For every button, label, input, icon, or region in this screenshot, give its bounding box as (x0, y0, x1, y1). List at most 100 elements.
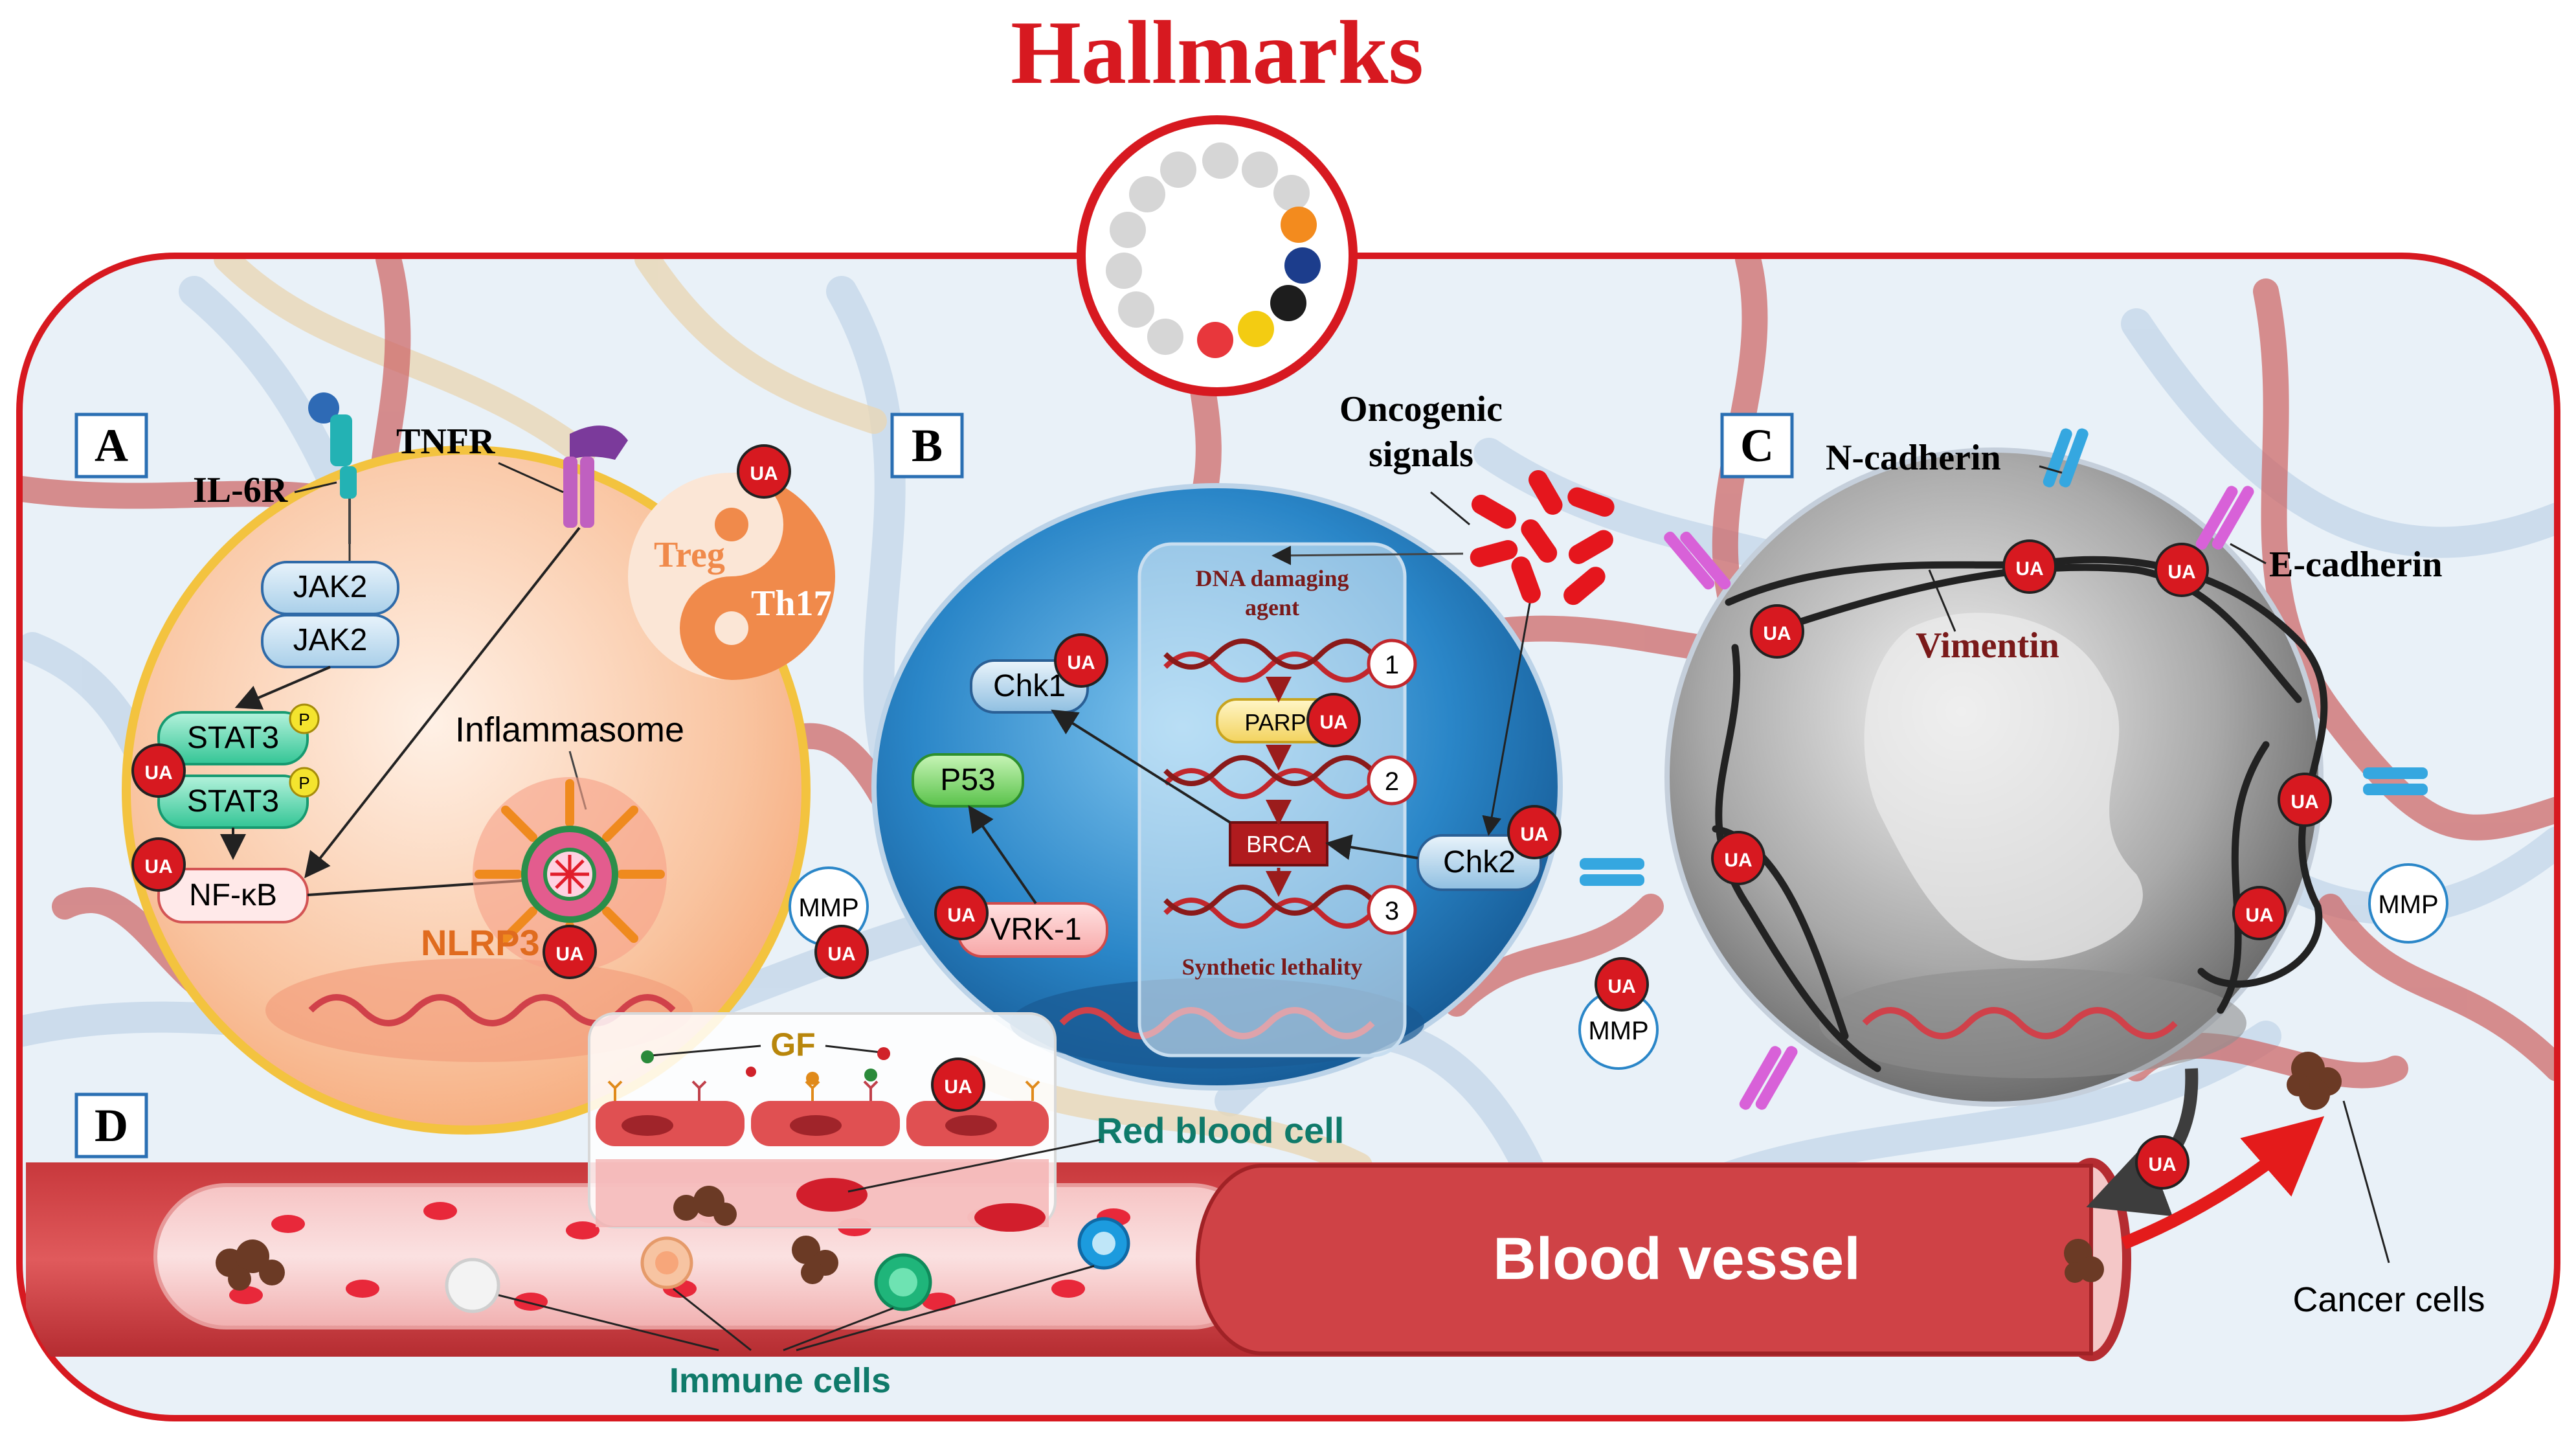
nucleus-a (265, 958, 693, 1062)
chk1-label: Chk1 (993, 669, 1066, 703)
ua-badge: UA (1306, 693, 1361, 747)
chk2-node (1417, 834, 1542, 891)
ua-badge: UA (931, 1058, 985, 1112)
ua-badge: UA (934, 886, 989, 940)
phospho-badge-2 (289, 767, 320, 798)
vimentin-label: Vimentin (1916, 626, 2059, 666)
inflammasome-icon (473, 777, 667, 971)
e-cadherin-icon (1664, 486, 2254, 1110)
ua-badge: UA (1711, 831, 1765, 885)
ua-badge-label: UA (1724, 850, 1752, 871)
gf-inset: GF (588, 1012, 1057, 1232)
phospho-badge-1 (289, 703, 320, 734)
ua-badge-label: UA (144, 762, 172, 784)
step-label-1: 1 (1385, 651, 1399, 679)
treg-th17-yin-yang-icon (628, 473, 835, 680)
cytoplasm-highlight (1864, 613, 2143, 961)
ua-badge-label: UA (2290, 791, 2318, 813)
ua-badge: UA (2135, 1135, 2190, 1190)
ua-badge: UA (2155, 543, 2209, 597)
stat3-label-1: STAT3 (187, 721, 279, 755)
hallmarks-ring (1077, 115, 1358, 396)
ua-badge: UA (814, 925, 869, 979)
hallmark-dot-orange (1281, 207, 1317, 243)
step-label-2: 2 (1385, 767, 1399, 796)
mmp-label-a: MMP (798, 894, 858, 922)
parp-label: PARP (1244, 709, 1306, 736)
ua-badge-label: UA (944, 1076, 972, 1098)
phospho-label-2: P (298, 773, 309, 793)
cancer-cell-cluster-icon (2064, 1052, 2342, 1283)
ua-badge-label: UA (2148, 1154, 2176, 1175)
oncogenic-signals-label-1: Oncogenic (1339, 389, 1503, 429)
jak2-label-1: JAK2 (293, 570, 368, 604)
mmp-label-b: MMP (1588, 1017, 1648, 1045)
vrk1-label: VRK-1 (990, 912, 1081, 947)
blood-vessel-label: Blood vessel (1493, 1226, 1861, 1292)
oncogenic-signals-label-2: signals (1369, 435, 1473, 475)
oncogenic-signal-rods-icon (1470, 469, 1615, 605)
panel-b-cancer-cell: DNA damaging agent 1 PARP 2 BRCA 3 (871, 389, 1615, 1091)
ua-badge-label: UA (144, 856, 172, 877)
cancer-cells-label: Cancer cells (2292, 1280, 2485, 1319)
nucleus-c (1819, 968, 2246, 1078)
gf-receptors-icons (607, 1080, 1040, 1101)
hallmark-dot-navy (1284, 247, 1321, 284)
il6r-label: IL-6R (193, 470, 288, 510)
p53-label: P53 (940, 763, 995, 797)
ua-badge-label: UA (1067, 652, 1095, 673)
ua-badge-label: UA (2245, 905, 2273, 926)
ua-badge: UA (2278, 773, 2332, 827)
panel-a-inflammatory-cell: IL-6R TNFR JAK2 JAK2 STAT3 P STAT3 P NF-… (122, 392, 835, 1135)
hallmark-dot-black (1270, 285, 1306, 321)
hallmark-dot-red (1197, 322, 1233, 358)
hallmark-dot-yellow (1238, 311, 1274, 347)
step-label-3: 3 (1385, 897, 1399, 925)
immune-cells-label: Immune cells (669, 1361, 891, 1400)
ua-badge: UA (1595, 957, 1649, 1012)
immune-cells-leader-lines (498, 1265, 1095, 1352)
panel-d-blood-vessel: Blood vessel I (26, 1012, 2485, 1400)
immune-cells-icons (445, 1217, 1130, 1313)
n-cadherin-icon (1580, 428, 2428, 886)
phospho-label-1: P (298, 710, 309, 729)
ua-badge: UA (2002, 539, 2057, 594)
panel-c-metastatic-cell: Vimentin N-cadherin E-cadherin (1580, 428, 2443, 1110)
chk2-label: Chk2 (1443, 845, 1516, 879)
th17-label: Th17 (751, 583, 832, 624)
n-cadherin-label: N-cadherin (1826, 438, 2001, 478)
mmp-label-c: MMP (2378, 890, 2438, 919)
il6r-receptor-icon (308, 392, 357, 544)
ua-badges: UA UA UA UA UA UA UA UA UA UA UA UA UA U… (131, 444, 2332, 1190)
panel-label-b: B (912, 420, 943, 471)
ua-badge-label: UA (750, 463, 778, 484)
dna-strand-3 (1163, 885, 1374, 929)
ua-badge: UA (1054, 633, 1108, 688)
ua-badge: UA (2232, 886, 2287, 940)
treg-label: Treg (654, 535, 725, 575)
ua-badge-label: UA (2167, 561, 2195, 583)
dna-strand-1 (1163, 639, 1374, 683)
extravasation-arrow (2121, 1116, 2325, 1250)
ua-badge: UA (131, 743, 186, 798)
mmp-bubbles: MMP MMP MMP (789, 863, 2448, 1070)
ua-badge-label: UA (1520, 824, 1548, 845)
e-cadherin-label: E-cadherin (2269, 545, 2443, 585)
nfkb-label: NF-κB (189, 878, 277, 912)
p53-node (912, 753, 1024, 808)
gf-label: GF (770, 1026, 815, 1063)
ua-badge: UA (1507, 805, 1562, 859)
stat3-label-2: STAT3 (187, 784, 279, 819)
hallmark-dots (1106, 142, 1310, 355)
ua-badge-label: UA (2015, 558, 2043, 580)
panel-label-a: A (95, 420, 128, 471)
panel-labels: A B C D (74, 413, 1794, 1159)
ua-badge: UA (1750, 604, 1804, 659)
vessel-outer-wall (1196, 1164, 2093, 1355)
ua-badge-label: UA (555, 944, 583, 965)
ua-badge: UA (131, 837, 186, 892)
ua-badge: UA (543, 925, 597, 979)
dna-damaging-label-2: agent (1245, 594, 1299, 620)
ua-badge-label: UA (1763, 623, 1791, 644)
